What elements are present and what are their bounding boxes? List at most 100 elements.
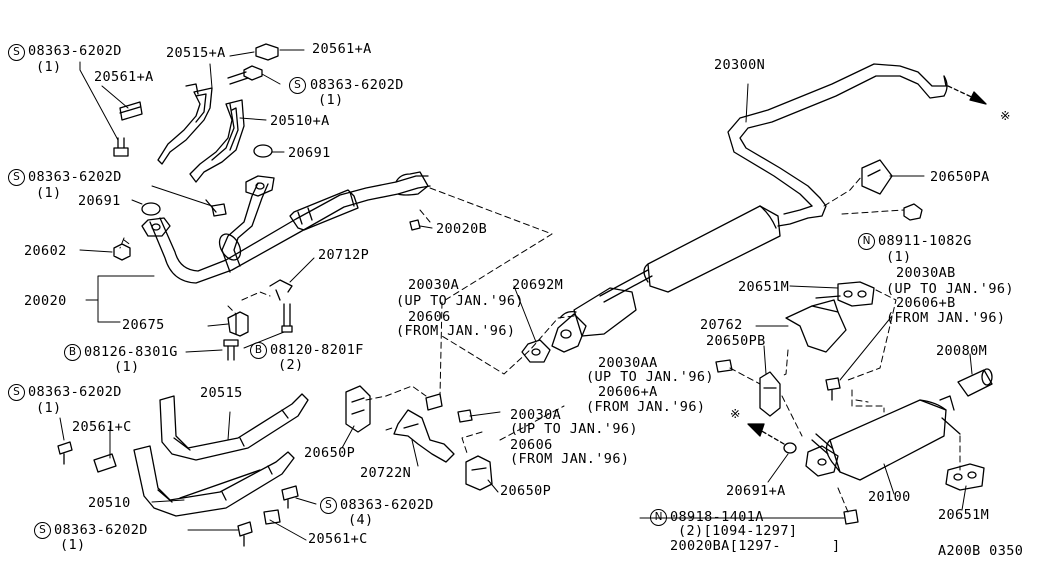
- part-number: 20561+C: [308, 531, 368, 547]
- gasket-20691: [253, 144, 273, 158]
- part-number: 20606: [408, 309, 451, 325]
- dashed-guides: [119, 175, 961, 513]
- part-note: (UP TO JAN.'96): [886, 281, 1014, 297]
- part-number: 20691: [288, 145, 331, 161]
- prefix-badge: S: [320, 497, 337, 514]
- part-number: 08918-1401A: [670, 509, 764, 525]
- hanger-20650PB: [759, 371, 781, 417]
- prefix-badge: B: [64, 344, 81, 361]
- bracket-20762: [785, 295, 847, 353]
- heat-shield-20510A: [189, 99, 245, 183]
- prefix-badge: S: [8, 169, 25, 186]
- part-qty: (1): [114, 359, 140, 375]
- heat-shield-20515: [159, 393, 309, 461]
- part-qty: (1): [886, 249, 912, 265]
- part-qty: (2): [278, 357, 304, 373]
- bolts-center: [425, 339, 551, 423]
- part-number: 20561+C: [72, 419, 132, 435]
- part-note: (FROM JAN.'96): [396, 323, 516, 339]
- flange-20691-upper: [245, 175, 275, 197]
- front-pipe-20020: [141, 171, 431, 284]
- part-number: 20561+A: [312, 41, 372, 57]
- part-number: 08911-1082G: [878, 233, 972, 249]
- part-number: 20300N: [714, 57, 766, 73]
- part-number: 20515: [200, 385, 243, 401]
- part-number: 20692M: [512, 277, 564, 293]
- part-number: 20100: [868, 489, 911, 505]
- part-number: 08363-6202D: [340, 497, 434, 513]
- part-number: 20762: [700, 317, 743, 333]
- hanger-20650P-right: [465, 455, 493, 491]
- part-note: (FROM JAN.'96): [586, 399, 706, 415]
- part-qty: (4): [348, 512, 374, 528]
- bracket-20722N: [393, 409, 455, 463]
- part-number: 20606+B: [896, 295, 956, 311]
- hardware-lower-left: [57, 441, 299, 547]
- reference-mark: ※: [1000, 108, 1011, 123]
- hanger-20651M-lower: [945, 463, 985, 491]
- part-qty: (2)[1094-1297]: [678, 523, 798, 539]
- part-number: 20020B: [436, 221, 488, 237]
- part-number: 20030AB: [896, 265, 956, 281]
- part-number: 20675: [122, 317, 165, 333]
- part-number: 20691: [78, 193, 121, 209]
- diagram-id: A200B 0350: [938, 543, 1024, 559]
- part-note: (UP TO JAN.'96): [396, 293, 524, 309]
- arrow-muffler: [747, 423, 785, 445]
- part-number: 08363-6202D: [310, 77, 404, 93]
- part-number: 20650PA: [930, 169, 990, 185]
- part-number: 20020BA[1297- ]: [670, 538, 841, 554]
- part-note: (UP TO JAN.'96): [586, 369, 714, 385]
- part-number: 20602: [24, 243, 67, 259]
- part-number: 20691+A: [726, 483, 786, 499]
- part-number: 20712P: [318, 247, 370, 263]
- hanger-20650P-left: [345, 385, 371, 433]
- center-pipe-20300N: [551, 63, 948, 353]
- part-qty: (1): [36, 59, 62, 75]
- part-number: 08363-6202D: [54, 522, 148, 538]
- prefix-badge: N: [650, 509, 667, 526]
- part-number: 08126-8301G: [84, 344, 178, 360]
- part-number: 08120-8201F: [270, 342, 364, 358]
- leader-lines: [59, 49, 973, 541]
- part-note: (FROM JAN.'96): [510, 451, 630, 467]
- part-qty: (1): [60, 537, 86, 553]
- part-number: 20030AA: [598, 355, 658, 371]
- part-number: 20020: [24, 293, 67, 309]
- prefix-badge: B: [250, 342, 267, 359]
- gasket-20691A: [783, 442, 797, 454]
- part-number: 20510+A: [270, 113, 330, 129]
- hanger-20650PA: [861, 159, 923, 221]
- part-number: 08363-6202D: [28, 384, 122, 400]
- part-number: 20650P: [500, 483, 552, 499]
- part-number: 20510: [88, 495, 131, 511]
- part-qty: (1): [318, 92, 344, 108]
- rear-muffler-20100: [805, 395, 961, 481]
- part-number: 20650P: [304, 445, 356, 461]
- part-note: (FROM JAN.'96): [886, 310, 1006, 326]
- arrow-rear: [947, 85, 987, 105]
- prefix-badge: S: [289, 77, 306, 94]
- part-number: 20606: [510, 437, 553, 453]
- part-number: 20651M: [738, 279, 790, 295]
- hanger-20651M: [837, 281, 875, 307]
- heat-shield-20510: [133, 445, 295, 517]
- part-number: 20515+A: [166, 45, 226, 61]
- reference-mark: ※: [730, 406, 741, 421]
- part-number: 20030A: [510, 407, 562, 423]
- part-number: 08363-6202D: [28, 43, 122, 59]
- part-qty: (1): [36, 400, 62, 416]
- tail-tip-20080M: [957, 368, 993, 397]
- bolts-right: [715, 359, 859, 525]
- part-note: (UP TO JAN.'96): [510, 421, 638, 437]
- part-number: 20080M: [936, 343, 988, 359]
- heat-shield-20515A: [157, 83, 213, 165]
- hardware-top-left: [113, 43, 421, 361]
- part-number: 20561+A: [94, 69, 154, 85]
- part-number: 20606+A: [598, 384, 658, 400]
- prefix-badge: S: [34, 522, 51, 539]
- part-number: 20722N: [360, 465, 412, 481]
- gasket-20691-left: [141, 202, 161, 216]
